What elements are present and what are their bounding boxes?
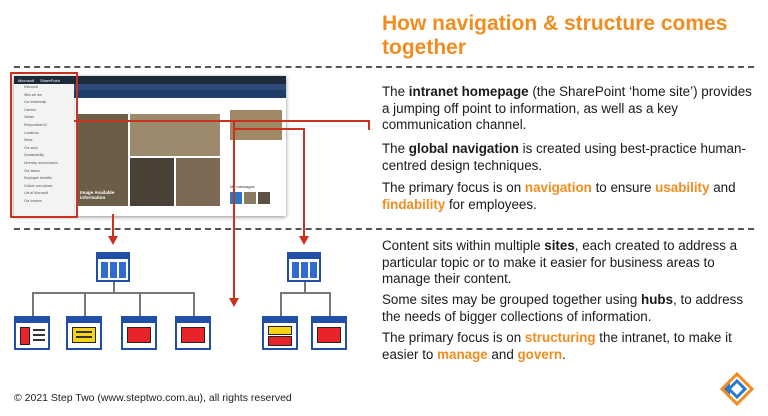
site-text-line <box>76 331 92 333</box>
divider-top <box>14 66 754 68</box>
site-content-block <box>268 336 292 346</box>
mock-page-body: Image Available information My messages <box>78 100 282 216</box>
tree-connector <box>32 292 194 294</box>
hub-callout-line <box>233 128 305 130</box>
site-content-block <box>72 327 96 343</box>
mock-nav-item: Diversity and inclusion <box>24 160 58 165</box>
site-content-block <box>268 326 292 335</box>
site-icon <box>14 316 50 350</box>
mock-nav-item: Employee benefits <box>24 176 52 181</box>
site-header-bar <box>16 318 48 323</box>
site-content-block <box>20 327 30 345</box>
tree-connector <box>329 292 331 316</box>
site-icon <box>66 316 102 350</box>
mock-nav-item: Responsible AI <box>24 122 47 127</box>
site-text-line <box>33 334 45 336</box>
mock-recent-label: My messages <box>230 184 255 189</box>
steptwo-logo-icon <box>720 372 754 406</box>
mock-thumb <box>258 192 270 204</box>
mock-thumb <box>230 192 242 204</box>
site-text-line <box>33 339 45 341</box>
arrow-down-icon <box>108 236 118 245</box>
mock-nav-item: Our teams <box>24 168 40 173</box>
hub-column <box>301 262 308 278</box>
tree-connector <box>113 282 115 292</box>
navigation-focus-paragraph: The primary focus is on navigation to en… <box>382 180 736 212</box>
mock-nav-item: Sustainability <box>24 153 44 158</box>
site-content-block <box>127 327 151 343</box>
structuring-focus-paragraph: The primary focus is on structuring the … <box>382 330 732 362</box>
mock-nav-item: Culture and values <box>24 183 53 188</box>
site-content-block <box>181 327 205 343</box>
mock-nav-item: Microsoft <box>24 85 38 89</box>
hub-header-bar <box>289 254 319 259</box>
hubs-paragraph: Some sites may be grouped together using… <box>382 292 744 324</box>
site-text-line <box>76 336 92 338</box>
navigation-callout-box <box>10 72 78 218</box>
mock-news-image <box>230 110 282 140</box>
tree-connector <box>84 292 86 316</box>
hub-callout-line <box>303 128 305 238</box>
homepage-paragraph: The intranet homepage (the SharePoint ‘h… <box>382 84 752 133</box>
site-header-bar <box>313 318 345 323</box>
mock-global-nav: Microsoft Who we are Our leadership Care… <box>14 84 75 216</box>
site-header-bar <box>264 318 296 323</box>
mock-nav-item: News <box>24 138 33 143</box>
tree-connector <box>32 292 34 316</box>
copyright-footer: © 2021 Step Two (www.steptwo.com.au), al… <box>14 392 292 404</box>
arrow-down-icon <box>299 236 309 245</box>
sites-paragraph: Content sits within multiple sites, each… <box>382 238 738 287</box>
site-header-bar <box>68 318 100 323</box>
mock-hero-image <box>176 158 220 206</box>
mock-nav-item: Who we are <box>24 92 43 97</box>
hub-column <box>101 262 108 278</box>
tree-connector <box>193 292 195 316</box>
callout-connector <box>74 120 370 122</box>
callout-connector <box>368 120 370 130</box>
mock-hero-headline: Image Available information <box>80 190 115 200</box>
divider-middle <box>14 228 754 230</box>
mock-nav-item: Locations <box>24 130 39 135</box>
slide-title: How navigation & structure comes togethe… <box>382 12 728 59</box>
tree-connector <box>280 292 282 316</box>
hub-column <box>110 262 117 278</box>
mock-nav-item: Life at Microsoft <box>24 191 48 196</box>
arrow-down-icon <box>229 298 239 307</box>
mock-header <box>74 90 286 98</box>
hub-column <box>310 262 317 278</box>
mock-hub-nav <box>74 84 286 90</box>
global-navigation-paragraph: The global navigation is created using b… <box>382 141 746 173</box>
site-header-bar <box>123 318 155 323</box>
site-icon <box>121 316 157 350</box>
mock-app-name: Microsoft <box>18 78 35 83</box>
nav-to-site-line <box>112 214 114 238</box>
mock-nav-item: Our leaders <box>24 198 42 203</box>
mock-hero-image <box>130 158 174 206</box>
mock-suite-bar: Microsoft SharePoint <box>14 76 286 84</box>
mock-nav-item: Our leadership <box>24 100 47 105</box>
mock-nav-item: Our story <box>24 145 38 150</box>
mock-sharepoint-label: SharePoint <box>40 78 60 83</box>
tree-connector <box>139 292 141 316</box>
hub-header-bar <box>98 254 128 259</box>
mock-hero-image <box>78 114 128 206</box>
site-content-block <box>317 327 341 343</box>
hub-icon <box>96 252 130 282</box>
site-header-bar <box>177 318 209 323</box>
site-text-line <box>33 329 45 331</box>
hub-callout-line <box>233 120 235 300</box>
hub-column <box>119 262 126 278</box>
mock-thumb <box>244 192 256 204</box>
site-icon <box>311 316 347 350</box>
tree-connector <box>280 292 330 294</box>
site-icon <box>175 316 211 350</box>
site-icon <box>262 316 298 350</box>
tree-connector <box>304 282 306 292</box>
mock-nav-item: Careers <box>24 107 37 112</box>
mock-nav-item: Values <box>24 115 35 120</box>
hub-column <box>292 262 299 278</box>
hub-icon <box>287 252 321 282</box>
